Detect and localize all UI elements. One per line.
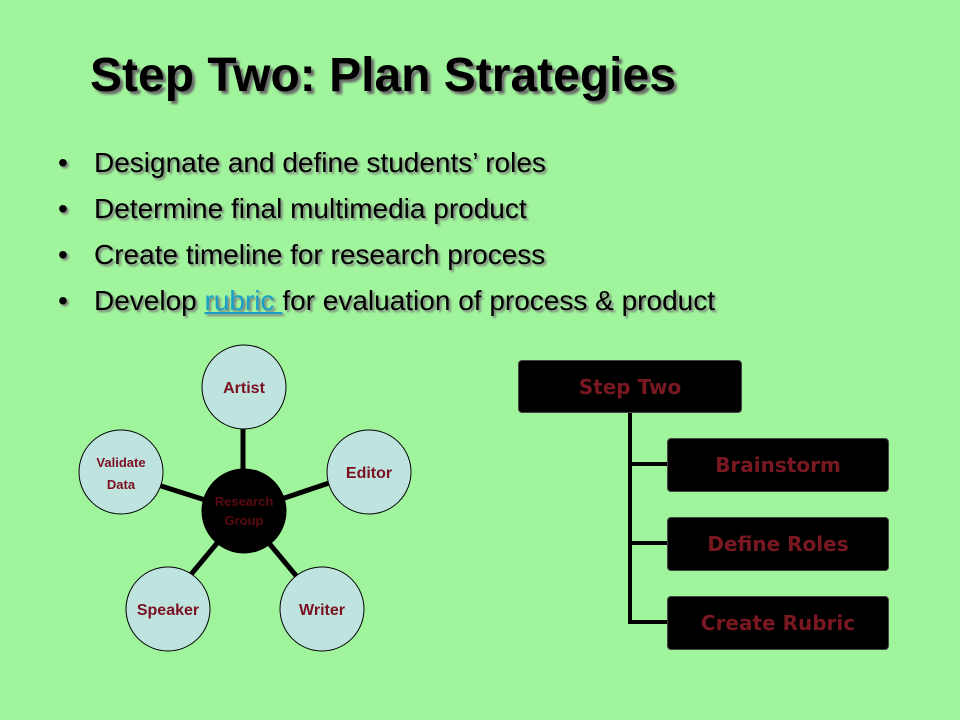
bullet-text-suffix: for evaluation of process & product <box>282 285 715 316</box>
bullet-text-prefix: Develop <box>94 285 205 316</box>
bullet-item: • Determine final multimedia product <box>58 186 715 232</box>
label-artist: Artist <box>223 380 265 397</box>
tree-root-label: Step Two <box>578 374 682 399</box>
tree-root-box: Step Two <box>518 360 742 413</box>
bullet-glyph: • <box>58 193 68 224</box>
label-speaker: Speaker <box>137 602 199 619</box>
bullet-item: • Designate and define students’ roles <box>58 140 715 186</box>
page-title: Step Two: Plan Strategies <box>90 49 676 102</box>
bullet-glyph: • <box>58 285 68 316</box>
label-center-line2: Group <box>225 513 264 528</box>
node-validate-data <box>78 429 164 515</box>
tree-child-label: Create Rubric <box>700 611 856 635</box>
bullet-text: Determine final multimedia product <box>94 193 527 224</box>
label-editor: Editor <box>346 465 392 482</box>
tree-child-box: Create Rubric <box>667 596 889 650</box>
bullet-text: Designate and define students’ roles <box>94 147 546 178</box>
node-research-group <box>201 468 287 554</box>
node-speaker <box>125 566 211 652</box>
bullet-item: • Develop rubric for evaluation of proces… <box>58 278 715 324</box>
tree-connectors <box>628 411 668 624</box>
node-artist <box>201 344 287 430</box>
bullet-item: • Create timeline for research process <box>58 232 715 278</box>
node-writer <box>279 566 365 652</box>
label-center-line1: Research <box>215 494 274 509</box>
label-validate-line1: Validate <box>96 455 145 470</box>
label-writer: Writer <box>299 602 345 619</box>
tree-child-label: Define Roles <box>707 532 849 556</box>
rubric-link[interactable]: rubric <box>204 285 283 316</box>
node-editor <box>326 429 412 515</box>
tree-child-label: Brainstorm <box>715 453 841 477</box>
label-validate-line2: Data <box>107 477 136 492</box>
bullet-list: • Designate and define students’ roles • D… <box>58 140 715 324</box>
bullet-text: Create timeline for research process <box>94 239 546 270</box>
tree-child-box: Define Roles <box>667 517 889 571</box>
tree-child-box: Brainstorm <box>667 438 889 492</box>
bullet-glyph: • <box>58 239 68 270</box>
tree-trunk <box>628 411 668 624</box>
bullet-glyph: • <box>58 147 68 178</box>
